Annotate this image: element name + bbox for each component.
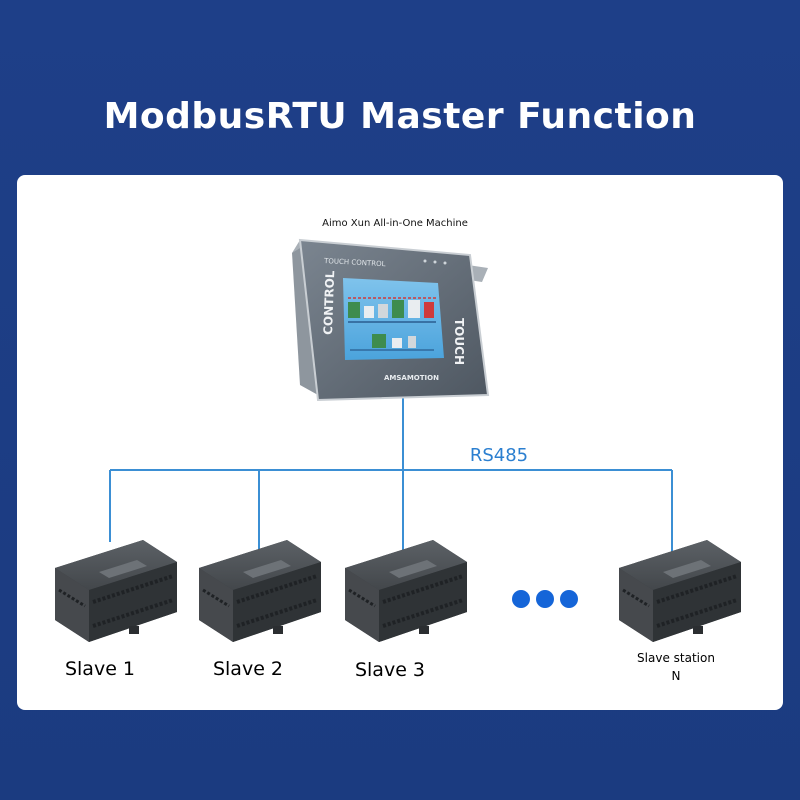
slave-n-label-line1: Slave station [637, 651, 715, 665]
slave-2-plc [197, 538, 323, 644]
slave-3-label: Slave 3 [355, 659, 425, 681]
slave-n-plc [617, 538, 743, 644]
ellipsis-dots-icon [512, 590, 578, 608]
hmi-brand-text: AMSAMOTION [384, 374, 439, 382]
page-title: ModbusRTU Master Function [103, 96, 697, 137]
slave-3-plc [343, 538, 469, 644]
hmi-bezel-right-text: TOUCH [452, 318, 466, 365]
slave-2-label: Slave 2 [213, 658, 283, 680]
slave-1-label: Slave 1 [65, 658, 135, 680]
master-hmi: TOUCH CONTROL CONTROL TOUCH AMSAMOTION [292, 238, 490, 402]
bus-wiring [109, 398, 673, 552]
hmi-bezel-top-text: TOUCH CONTROL [323, 257, 386, 268]
slave-1-plc [53, 538, 179, 644]
master-label: Aimo Xun All-in-One Machine [322, 218, 468, 229]
hmi-bezel-left-text: CONTROL [321, 270, 337, 335]
hmi-process-graphic [348, 297, 436, 351]
slave-n-label-line2: N [672, 669, 681, 683]
rs485-label: RS485 [470, 445, 528, 466]
